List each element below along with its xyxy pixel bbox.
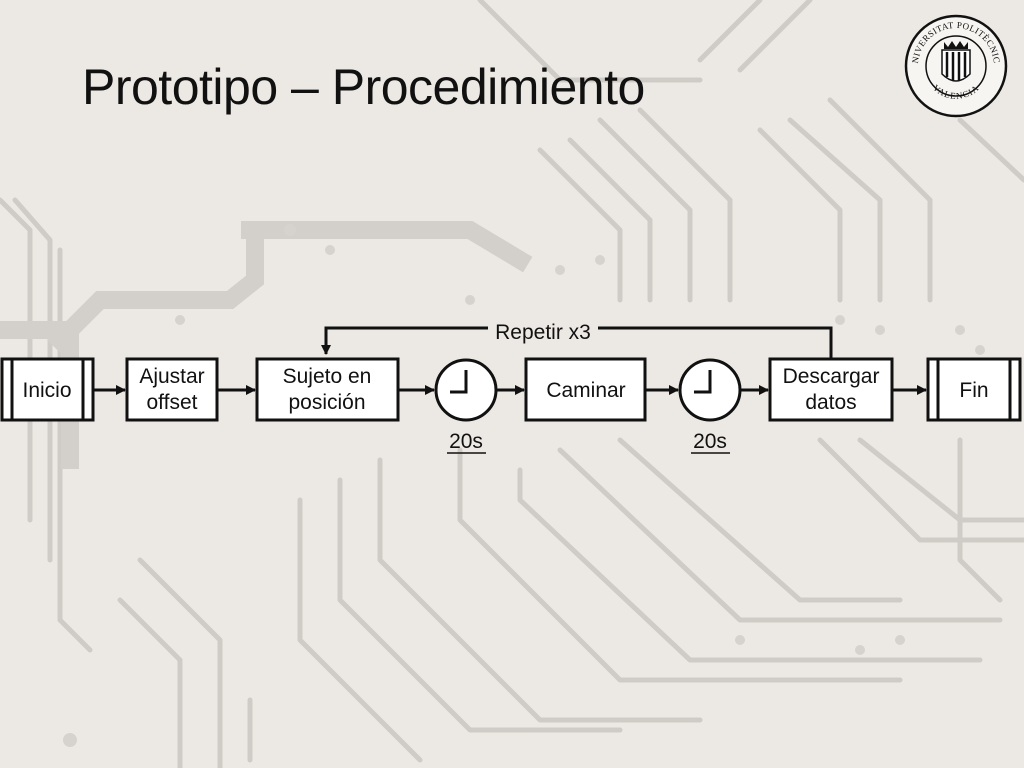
- step-sujeto-en-posicion: Sujeto en posición: [255, 357, 400, 422]
- step-sujeto-line2: posición: [288, 391, 365, 414]
- step-inicio: Inicio: [0, 357, 95, 422]
- step-descargar-line1: Descargar: [783, 365, 880, 388]
- step-inicio-label: Inicio: [22, 379, 71, 402]
- shield-icon: [941, 41, 971, 82]
- step-caminar-label: Caminar: [546, 379, 625, 402]
- loop-label: Repetir x3: [495, 321, 591, 344]
- university-seal-icon: UNIVERSITAT POLITÈCNICA VALENCIA: [904, 14, 1008, 118]
- clock-icon: [678, 358, 742, 422]
- step-fin-label: Fin: [959, 379, 988, 402]
- step-descargar-datos: Descargar datos: [768, 357, 894, 422]
- step-descargar-line2: datos: [805, 391, 856, 414]
- clock-icon: [434, 358, 498, 422]
- step-timer-2: 20s: [678, 358, 742, 454]
- step-ajustar-line1: Ajustar: [139, 365, 204, 388]
- step-fin: Fin: [926, 357, 1022, 422]
- step-timer-1: 20s: [434, 358, 498, 454]
- timer-2-label: 20s: [693, 430, 727, 453]
- step-sujeto-line1: Sujeto en: [283, 365, 372, 388]
- step-ajustar-line2: offset: [147, 391, 198, 414]
- slide-title: Prototipo – Procedimiento: [82, 59, 645, 115]
- step-ajustar-offset: Ajustar offset: [125, 357, 219, 422]
- step-caminar: Caminar: [524, 357, 647, 422]
- timer-1-label: 20s: [449, 430, 483, 453]
- loop-arrow: Repetir x3: [321, 321, 833, 358]
